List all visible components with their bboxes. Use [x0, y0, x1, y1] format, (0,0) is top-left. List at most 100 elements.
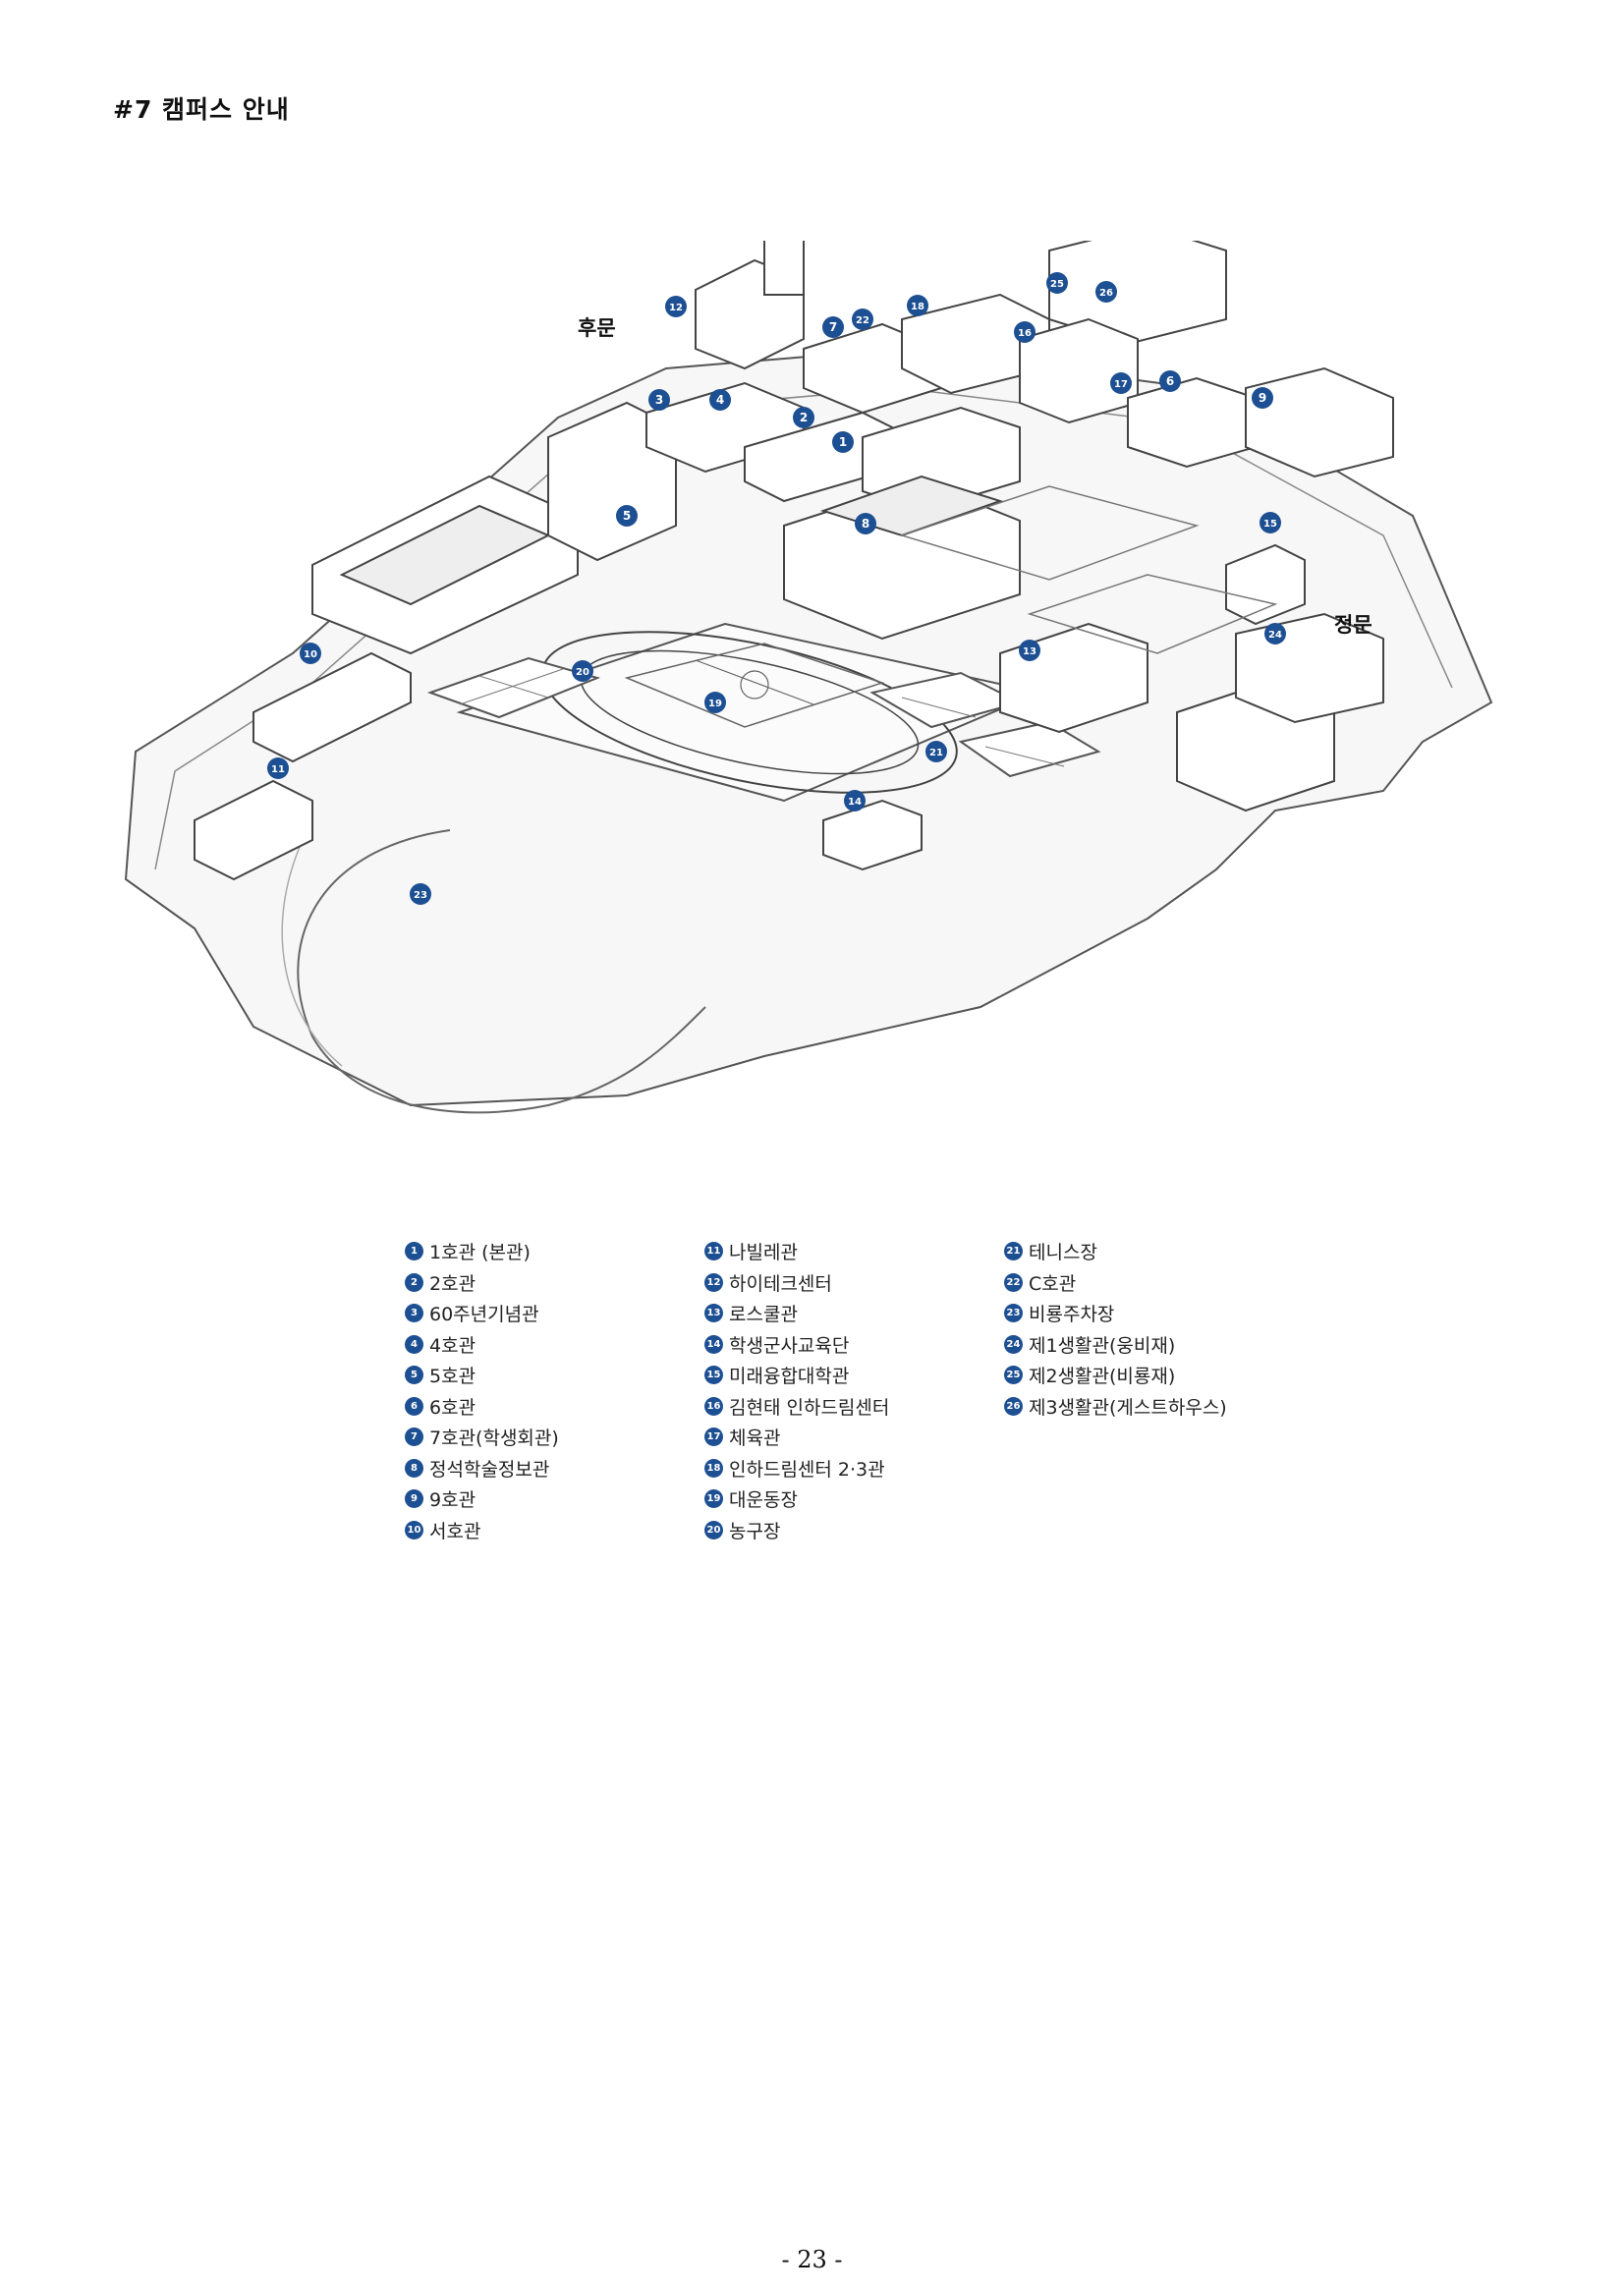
map-marker	[907, 295, 928, 316]
map-marker-number: 14	[848, 797, 862, 808]
legend-item-label: 60주년기념관	[429, 1304, 539, 1326]
legend-item-label: 로스쿨관	[729, 1304, 798, 1326]
legend-item: 9 9호관	[405, 1483, 700, 1515]
map-marker-number: 4	[716, 393, 724, 407]
building-16	[1019, 317, 1139, 424]
building-9	[1245, 366, 1394, 478]
map-marker-number: 12	[669, 303, 683, 313]
legend-item-label: 9호관	[429, 1489, 476, 1512]
map-marker-number: 25	[1050, 279, 1064, 290]
map-marker-number: 15	[1263, 519, 1277, 530]
legend-item-label: 농구장	[729, 1520, 781, 1542]
parking-lot-outline	[297, 829, 706, 1114]
map-marker-number: 23	[414, 890, 427, 901]
map-marker-number: 22	[856, 315, 869, 326]
marker-number-badge: 11	[704, 1242, 723, 1261]
building-14	[822, 799, 923, 871]
map-marker-number: 26	[1099, 288, 1113, 299]
marker-number-badge: 12	[704, 1272, 723, 1292]
building-10	[252, 651, 412, 763]
legend-item-label: 하이테크센터	[729, 1272, 832, 1295]
map-marker	[793, 407, 814, 428]
legend-item-label: 미래융합대학관	[729, 1366, 850, 1388]
map-marker	[1252, 387, 1273, 409]
marker-number-badge: 8	[405, 1458, 423, 1478]
legend-item: 26 제3생활관(게스트하우스)	[1004, 1391, 1299, 1423]
legend-item-label: 제2생활관(비룡재)	[1029, 1366, 1176, 1388]
map-marker-number: 19	[708, 699, 722, 709]
marker-number-badge: 16	[704, 1396, 723, 1416]
legend-item: 15 미래융합대학관	[704, 1360, 999, 1391]
marker-number-badge: 26	[1004, 1396, 1023, 1416]
legend-item-label: 1호관 (본관)	[429, 1242, 531, 1264]
back-gate-label: 후문	[578, 316, 616, 340]
legend-item-label: 체육관	[729, 1427, 781, 1450]
marker-number-badge: 25	[1004, 1366, 1023, 1385]
map-marker	[832, 431, 854, 453]
marker-number-badge: 9	[405, 1489, 423, 1509]
building-17-6	[1127, 376, 1257, 469]
map-marker	[665, 296, 687, 317]
map-marker	[1014, 321, 1036, 343]
map-marker-number: 1	[839, 435, 847, 449]
map-marker	[1264, 623, 1286, 644]
map-marker-number: 13	[1023, 646, 1036, 657]
map-marker	[648, 389, 670, 411]
map-marker-number: 6	[1166, 374, 1174, 388]
legend-item-label: 테니스장	[1029, 1242, 1097, 1264]
marker-number-badge: 21	[1004, 1242, 1023, 1261]
map-marker	[410, 883, 431, 905]
legend-item: 22 C호관	[1004, 1267, 1299, 1299]
map-marker	[1095, 281, 1117, 303]
marker-number-badge: 5	[405, 1366, 423, 1385]
building-15	[1225, 543, 1306, 626]
legend-item-label: C호관	[1029, 1272, 1077, 1295]
map-marker-number: 21	[929, 748, 943, 758]
plaza-central	[899, 485, 1200, 581]
map-marker-number: 18	[911, 302, 924, 312]
legend-item-label: 5호관	[429, 1366, 476, 1388]
building-11	[194, 779, 313, 881]
marker-number-badge: 20	[704, 1520, 723, 1539]
page-heading: #7 캠퍼스 안내	[113, 95, 290, 124]
main-gate-label: 정문	[1334, 613, 1372, 637]
marker-number-badge: 22	[1004, 1272, 1023, 1292]
legend-item-label: 서호관	[429, 1520, 481, 1542]
plaza-east	[1027, 574, 1278, 654]
marker-number-badge: 15	[704, 1366, 723, 1385]
map-marker-number: 17	[1114, 379, 1128, 390]
map-marker-number: 10	[304, 649, 317, 660]
map-marker-number: 8	[862, 517, 869, 531]
map-marker-number: 24	[1268, 630, 1282, 641]
map-marker	[1046, 272, 1068, 294]
legend-item-label: 인하드림센터 2·3관	[729, 1458, 885, 1481]
map-marker	[844, 790, 866, 812]
legend-item-label: 4호관	[429, 1334, 476, 1357]
legend-item: 12 하이테크센터	[704, 1267, 999, 1299]
map-marker-number: 11	[271, 764, 285, 775]
map-marker-number: 7	[829, 320, 837, 334]
map-marker	[1159, 370, 1181, 392]
map-marker	[300, 643, 321, 664]
marker-number-badge: 19	[704, 1489, 723, 1509]
legend-item-label: 제1생활관(웅비재)	[1029, 1334, 1176, 1357]
marker-number-badge: 14	[704, 1334, 723, 1354]
marker-number-badge: 3	[405, 1304, 423, 1323]
legend-item-label: 제3생활관(게스트하우스)	[1029, 1396, 1227, 1419]
legend-item: 20 농구장	[704, 1515, 999, 1546]
map-marker	[852, 308, 873, 330]
